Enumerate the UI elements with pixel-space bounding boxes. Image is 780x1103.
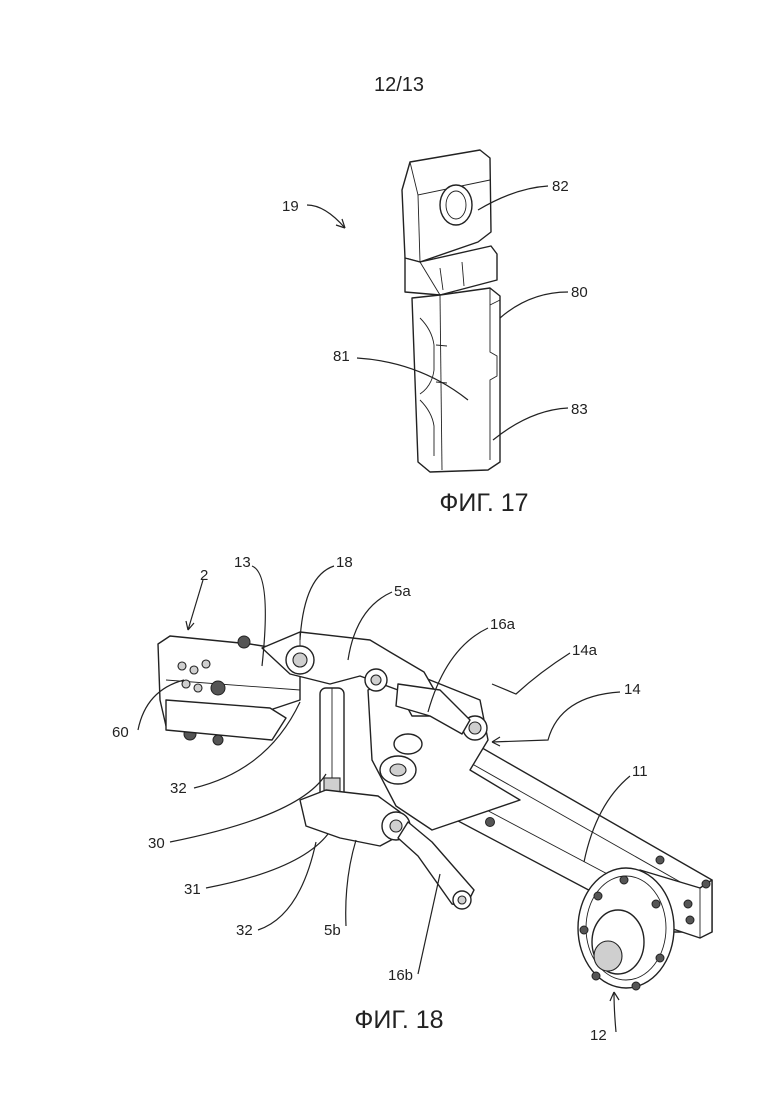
leader-32-lower bbox=[258, 842, 316, 930]
leader-83 bbox=[493, 408, 568, 440]
label-30: 30 bbox=[148, 835, 165, 852]
label-81: 81 bbox=[333, 348, 350, 365]
label-13: 13 bbox=[234, 554, 251, 571]
page-number: 12/13 bbox=[374, 74, 424, 96]
label-2: 2 bbox=[200, 567, 208, 584]
label-83: 83 bbox=[571, 401, 588, 418]
label-82: 82 bbox=[552, 178, 569, 195]
leader-14 bbox=[492, 692, 620, 742]
label-5b: 5b bbox=[324, 922, 341, 939]
label-31: 31 bbox=[184, 881, 201, 898]
label-18: 18 bbox=[336, 554, 353, 571]
leader-2 bbox=[188, 580, 203, 630]
figure-17: 19 82 80 81 83 ФИГ. 17 bbox=[282, 150, 588, 517]
figure-18-caption: ФИГ. 18 bbox=[354, 1006, 443, 1034]
figure-18: 2 13 18 5a 16a 14a 14 11 60 32 30 31 32 … bbox=[112, 554, 712, 1044]
label-60: 60 bbox=[112, 724, 129, 741]
leader-12 bbox=[614, 992, 616, 1032]
label-16b: 16b bbox=[388, 967, 413, 984]
leader-5b bbox=[346, 840, 356, 926]
label-14: 14 bbox=[624, 681, 641, 698]
label-5a: 5a bbox=[394, 583, 411, 600]
label-19: 19 bbox=[282, 198, 299, 215]
fig17-part-drawing bbox=[402, 150, 500, 472]
label-12: 12 bbox=[590, 1027, 607, 1044]
leader-14a bbox=[492, 653, 570, 694]
label-16a: 16a bbox=[490, 616, 516, 633]
leader-16b bbox=[418, 874, 440, 974]
label-11: 11 bbox=[632, 763, 648, 780]
leader-19 bbox=[307, 205, 345, 228]
label-32-lower: 32 bbox=[236, 922, 253, 939]
leader-18 bbox=[300, 566, 334, 640]
leader-80 bbox=[500, 292, 568, 318]
leader-31 bbox=[206, 834, 328, 888]
label-14a: 14a bbox=[572, 642, 598, 659]
label-80: 80 bbox=[571, 284, 588, 301]
figure-17-caption: ФИГ. 17 bbox=[439, 489, 528, 517]
label-32-upper: 32 bbox=[170, 780, 187, 797]
